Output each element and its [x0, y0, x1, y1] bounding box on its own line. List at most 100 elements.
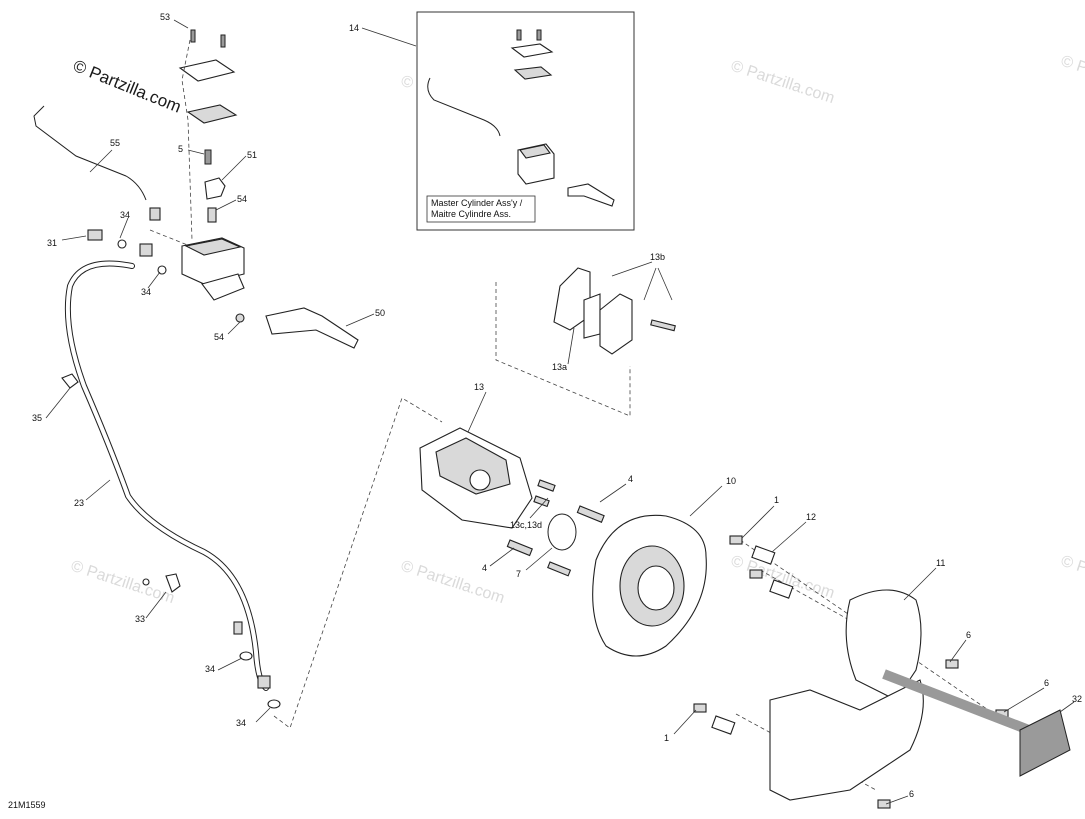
callout-53: 53 — [160, 12, 170, 22]
reservoir-diaphragm — [186, 104, 238, 124]
screw-6 — [877, 799, 891, 809]
bolt-5 — [204, 149, 212, 165]
callout-54: 54 — [214, 332, 224, 342]
callout-51: 51 — [247, 150, 257, 160]
disc-guard-hardware — [693, 535, 1009, 809]
cover-screw — [190, 29, 196, 43]
disc-guard-group — [769, 589, 1071, 801]
master-cylinder-group — [33, 29, 359, 709]
inset-bolts — [516, 29, 542, 41]
lower-banjo-fitting — [257, 675, 271, 689]
callout-55: 55 — [110, 138, 120, 148]
screw-1 — [693, 703, 707, 713]
callout-13: 13 — [474, 382, 484, 392]
inset-brake-lever — [567, 183, 615, 207]
bushing-12 — [751, 545, 776, 565]
master-cylinder-inset: Master Cylinder Ass'y / Maitre Cylindre … — [416, 11, 635, 231]
callout-6: 6 — [966, 630, 971, 640]
leader-lines — [45, 19, 1075, 805]
banjo-fitting — [139, 243, 153, 257]
switch-54 — [207, 207, 217, 223]
lever-mount — [201, 273, 245, 301]
nut-54 — [235, 313, 245, 323]
inset-brake-line — [427, 77, 501, 137]
o-ring-7 — [547, 513, 577, 551]
disc-guard-11 — [769, 679, 924, 801]
disc-guard-upper — [845, 589, 922, 701]
caliper-piston-housing — [435, 437, 511, 495]
callout-14: 14 — [349, 23, 359, 33]
brake-hose-inner — [65, 261, 268, 690]
bleeder-13d — [533, 495, 550, 508]
watermark: © Partzilla.com — [1059, 53, 1085, 102]
callout-35: 35 — [32, 413, 42, 423]
caliper-bolt-4 — [506, 539, 533, 557]
bracket-51 — [204, 177, 226, 200]
callouts: 53 14 55 5 51 54 34 31 34 54 50 35 23 33… — [8, 12, 1082, 810]
brake-pad-right — [599, 293, 633, 355]
inset-cylinder-top — [519, 144, 551, 159]
callout-6: 6 — [1044, 678, 1049, 688]
reservoir-cover — [178, 59, 236, 82]
brake-pads-group — [553, 267, 676, 355]
callout-33: 33 — [135, 614, 145, 624]
callout-1: 1 — [664, 733, 669, 743]
disc-hub-spline — [637, 565, 675, 611]
callout-34: 34 — [120, 210, 130, 220]
watermark: © Partzilla.com — [399, 558, 507, 607]
callout-10: 10 — [726, 476, 736, 486]
washer-34 — [239, 651, 253, 661]
callout-13c-13d: 13c,13d — [510, 520, 542, 530]
washer-34 — [267, 699, 281, 709]
callout-12: 12 — [806, 512, 816, 522]
lower-banjo-bolt — [233, 621, 243, 635]
line-fitting — [149, 207, 161, 221]
banjo-bolt-31 — [87, 229, 103, 241]
callout-34: 34 — [141, 287, 151, 297]
washer-34 — [117, 239, 127, 249]
screw — [749, 569, 763, 579]
clip-screw — [142, 578, 150, 586]
callout-7: 7 — [516, 569, 521, 579]
inset-diaphragm — [513, 66, 553, 80]
callout-11: 11 — [936, 558, 945, 568]
inset-caption-line1: Master Cylinder Ass'y / — [431, 198, 523, 208]
callout-34: 34 — [236, 718, 246, 728]
callout-4: 4 — [628, 474, 633, 484]
screw-1 — [729, 535, 743, 545]
brake-disc-group — [592, 514, 707, 657]
brake-line-55 — [33, 105, 147, 201]
cover-screw — [220, 34, 226, 48]
bushing — [711, 715, 736, 735]
watermark: © Partzilla.com — [729, 58, 837, 107]
inset-caption-box — [426, 195, 536, 223]
callout-13a: 13a — [552, 362, 567, 372]
bleeder-13c — [537, 479, 556, 492]
figure-code: 21M1559 — [8, 800, 46, 810]
callout-32: 32 — [1072, 694, 1082, 704]
pad-spring — [583, 293, 601, 339]
hose-clip-35 — [61, 373, 79, 389]
callout-31: 31 — [47, 238, 57, 248]
callout-4: 4 — [482, 563, 487, 573]
hose-clip-33 — [165, 573, 181, 593]
guard-pointer-stripe — [882, 669, 1036, 737]
screw-6 — [945, 659, 959, 669]
master-cylinder-reservoir — [184, 238, 242, 256]
callout-5: 5 — [178, 144, 183, 154]
bushing — [769, 579, 794, 599]
caliper-bolt — [547, 561, 572, 577]
callout-6: 6 — [909, 789, 914, 799]
inset-caption-line2: Maitre Cylindre Ass. — [431, 209, 511, 219]
callout-23: 23 — [74, 498, 84, 508]
guard-bracket-32 — [1019, 709, 1071, 777]
watermark-logo: © Partzilla.com — [71, 56, 184, 117]
pad-pin-13b — [650, 319, 676, 332]
caliper-bolt-4 — [576, 505, 605, 523]
caliper-piston — [469, 469, 491, 491]
watermark: © Partzilla.com — [1059, 553, 1085, 602]
callout-1: 1 — [774, 495, 779, 505]
callout-50: 50 — [375, 308, 385, 318]
inset-reservoir-cover — [510, 43, 554, 58]
